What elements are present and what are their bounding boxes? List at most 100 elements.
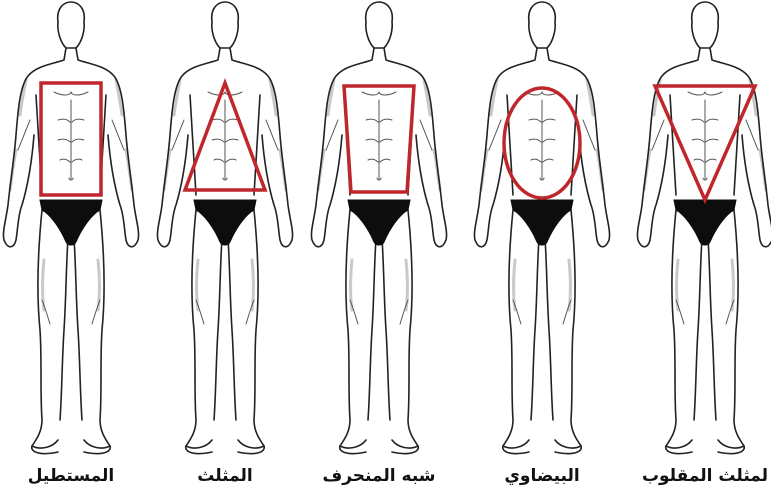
muscle-line	[380, 159, 390, 162]
muscle-line	[42, 300, 50, 324]
figure-oval: البيضاوي	[467, 0, 617, 501]
body-outline	[694, 238, 702, 420]
body-outline	[670, 95, 676, 195]
body-outline	[708, 238, 716, 420]
figure-caption: المستطيل	[0, 466, 156, 486]
muscle-line	[60, 159, 70, 162]
figure-caption: شبه المنحرف	[294, 466, 464, 486]
body-outline	[238, 210, 264, 448]
muscle-line	[706, 159, 716, 162]
body-outline	[340, 210, 366, 448]
muscle-line	[172, 120, 184, 150]
body-outline	[503, 210, 529, 448]
muscle-line	[489, 120, 501, 150]
body-outline	[692, 2, 719, 48]
muscle-line	[226, 119, 238, 122]
muscle-line	[726, 300, 734, 324]
muscle-line	[513, 300, 521, 324]
figure-inverted-triangle: لمثلث المقلوب	[630, 0, 771, 501]
muscle-line	[72, 139, 84, 142]
muscle-line	[676, 300, 684, 324]
body-figure-drawing	[0, 0, 146, 460]
muscle-line	[563, 300, 571, 324]
body-outline	[74, 238, 82, 420]
muscle-line	[350, 300, 358, 324]
muscle-line	[196, 300, 204, 324]
body-outline	[718, 210, 744, 448]
muscle-line	[362, 92, 379, 95]
briefs	[40, 200, 102, 245]
muscle-line	[694, 159, 704, 162]
body-figure-drawing	[150, 0, 300, 460]
body-outline	[254, 95, 260, 195]
body-outline	[545, 238, 553, 420]
figure-caption: لمثلث المقلوب	[620, 466, 771, 486]
muscle-line	[212, 139, 224, 142]
muscle-line	[366, 119, 378, 122]
muscle-line	[531, 159, 541, 162]
muscle-line	[72, 119, 84, 122]
muscle-line	[692, 119, 704, 122]
body-outline	[666, 210, 692, 448]
muscle-line	[112, 120, 124, 150]
muscle-line	[212, 119, 224, 122]
muscle-line	[652, 120, 664, 150]
figure-triangle: المثلث	[150, 0, 300, 501]
muscle-line	[529, 119, 541, 122]
muscle-line	[705, 92, 722, 95]
body-outline	[32, 210, 58, 448]
muscle-line	[379, 92, 396, 95]
body-outline	[555, 210, 581, 448]
muscle-line	[368, 159, 378, 162]
muscle-line	[706, 119, 718, 122]
muscle-line	[380, 139, 392, 142]
body-outline	[190, 95, 196, 195]
body-outline	[392, 210, 418, 448]
briefs	[511, 200, 573, 245]
muscle-line	[420, 120, 432, 150]
muscle-line	[692, 139, 704, 142]
muscle-line	[529, 139, 541, 142]
figure-caption: البيضاوي	[457, 466, 627, 486]
muscle-line	[400, 300, 408, 324]
body-outline	[366, 2, 393, 48]
muscle-line	[266, 120, 278, 150]
muscle-line	[214, 159, 224, 162]
body-figure-drawing	[304, 0, 454, 460]
muscle-line	[543, 139, 555, 142]
muscle-line	[706, 139, 718, 142]
body-outline	[60, 238, 68, 420]
muscle-line	[543, 159, 553, 162]
body-outline	[212, 2, 239, 48]
muscle-line	[688, 92, 705, 95]
body-outline	[382, 238, 390, 420]
body-outline	[531, 238, 539, 420]
briefs	[194, 200, 256, 245]
muscle-line	[746, 120, 758, 150]
body-outline	[368, 238, 376, 420]
muscle-line	[58, 119, 70, 122]
body-outline	[58, 2, 85, 48]
muscle-line	[326, 120, 338, 150]
muscle-line	[58, 139, 70, 142]
briefs	[674, 200, 736, 245]
body-outline	[214, 238, 222, 420]
muscle-line	[71, 92, 88, 95]
muscle-line	[54, 92, 71, 95]
figure-caption: المثلث	[140, 466, 310, 486]
body-figure-drawing	[467, 0, 617, 460]
body-outline	[84, 210, 110, 448]
muscle-line	[92, 300, 100, 324]
muscle-line	[226, 139, 238, 142]
muscle-line	[380, 119, 392, 122]
body-outline	[734, 95, 740, 195]
muscle-line	[366, 139, 378, 142]
body-outline	[228, 238, 236, 420]
muscle-line	[226, 159, 236, 162]
body-outline	[186, 210, 212, 448]
muscle-line	[543, 119, 555, 122]
body-outline	[529, 2, 556, 48]
briefs	[348, 200, 410, 245]
figure-rectangle: المستطيل	[0, 0, 146, 501]
